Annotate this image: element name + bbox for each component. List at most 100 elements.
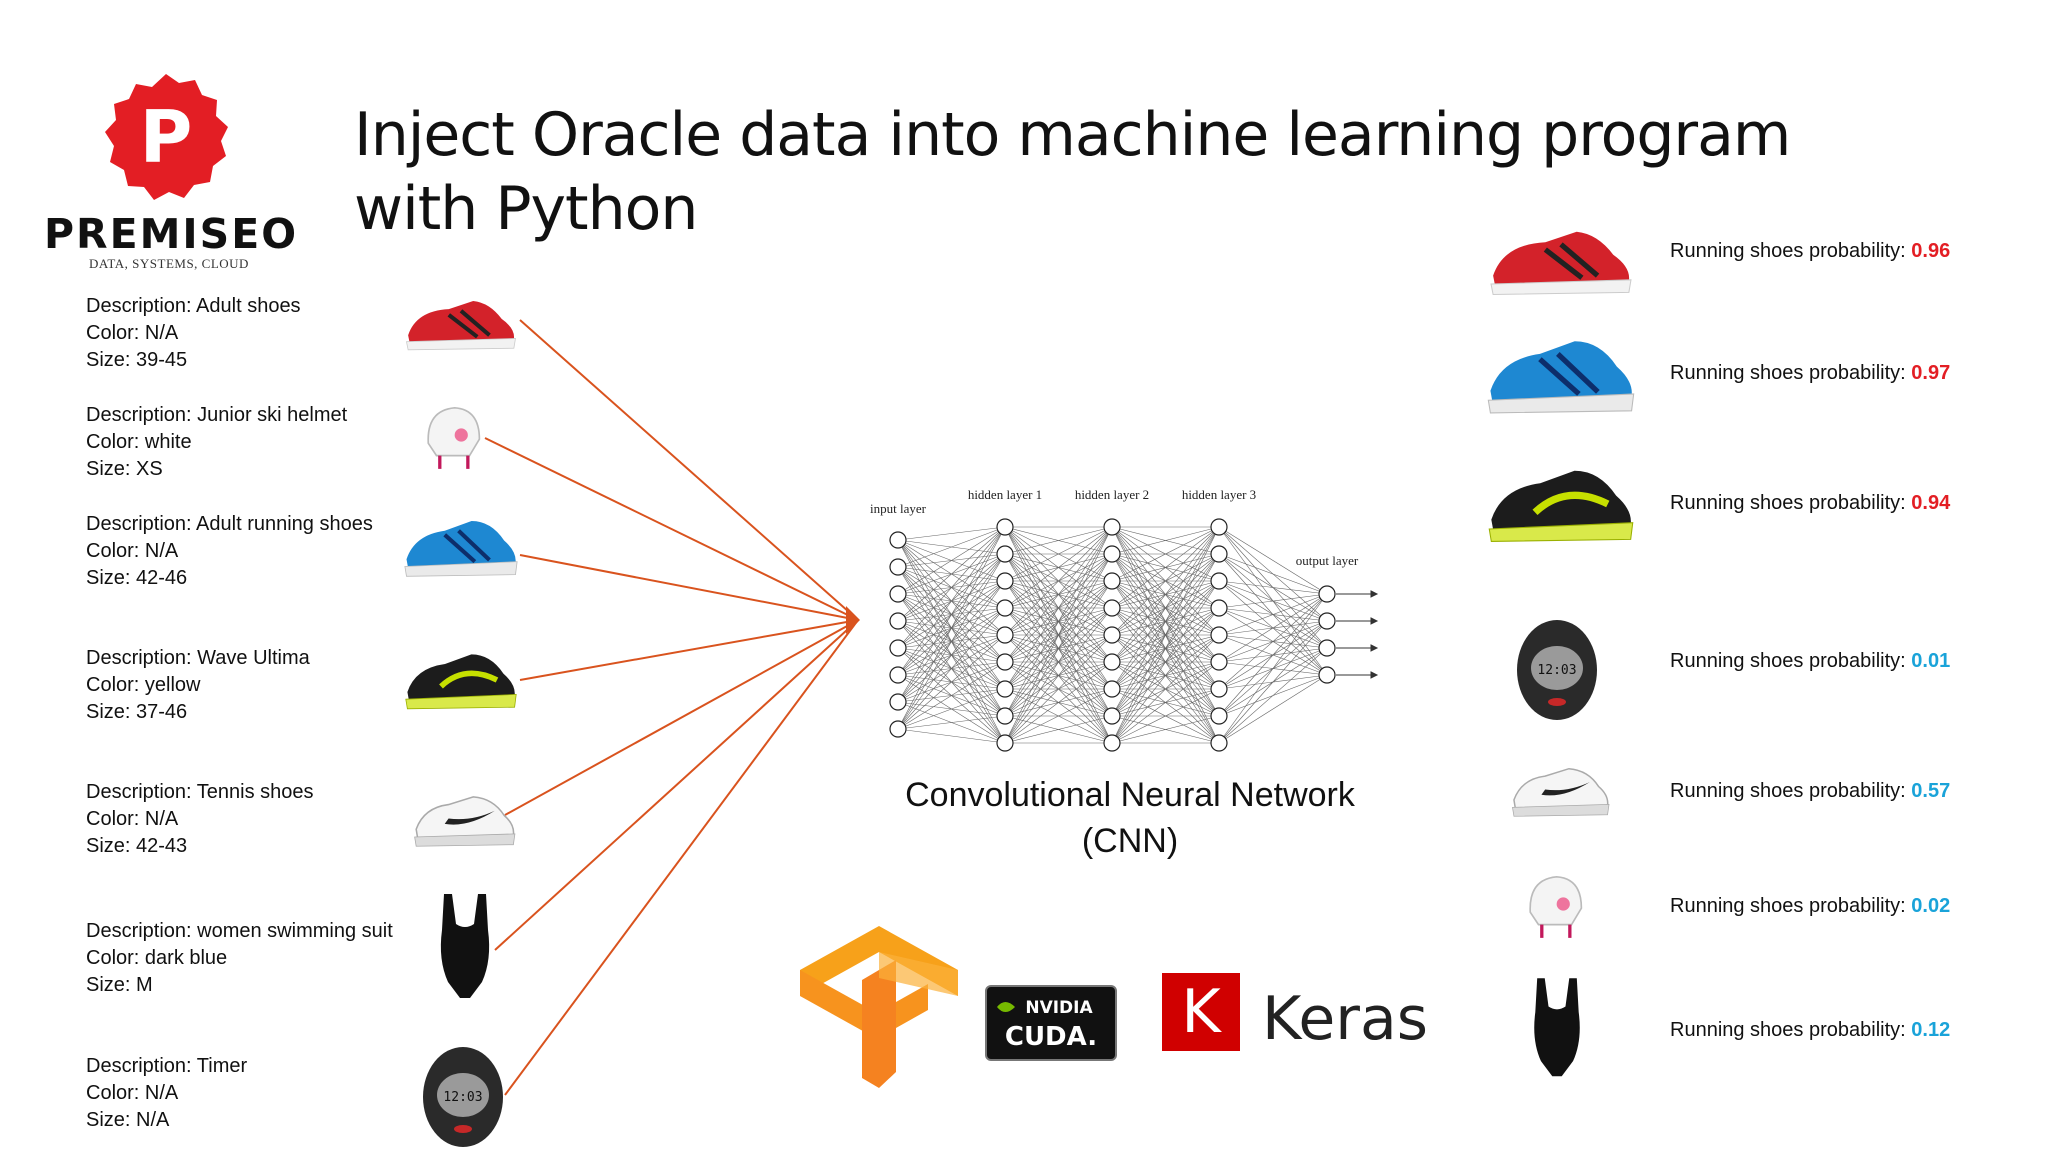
svg-text:12:03: 12:03 xyxy=(443,1090,482,1105)
neural-network-diagram: input layer hidden layer 1 hidden layer … xyxy=(870,487,1379,752)
network-edge xyxy=(1218,647,1328,744)
product-color: Color: N/A xyxy=(86,322,179,344)
network-node xyxy=(996,599,1014,617)
hidden-layer-2-label: hidden layer 2 xyxy=(1075,487,1149,502)
network-edge xyxy=(897,634,1006,730)
result-value: 0.02 xyxy=(1911,895,1951,917)
network-edge xyxy=(1004,715,1113,744)
network-node xyxy=(1318,666,1336,684)
network-node xyxy=(996,734,1014,752)
product-color: Color: white xyxy=(86,431,192,453)
network-edge xyxy=(1218,580,1328,595)
network-edge xyxy=(1111,661,1220,744)
network-edge xyxy=(1111,526,1220,555)
result-label: Running shoes probability: xyxy=(1670,1019,1906,1041)
network-edge xyxy=(1004,607,1113,744)
product-description: Description: Wave Ultima xyxy=(86,647,310,669)
network-edge xyxy=(1111,580,1220,744)
product-entry: Description: Tennis shoes Color: N/A Siz… xyxy=(86,779,314,860)
network-edge xyxy=(1218,674,1328,744)
network-node xyxy=(1103,680,1121,698)
blue-running-shoe-icon xyxy=(1487,341,1635,414)
network-node xyxy=(1210,545,1228,563)
network-edge xyxy=(1111,607,1220,744)
product-color: Color: N/A xyxy=(86,1082,179,1104)
network-edge xyxy=(1111,526,1220,690)
network-node xyxy=(889,612,907,630)
network-edge xyxy=(1004,526,1113,609)
product-size: Size: N/A xyxy=(86,1109,170,1131)
network-node xyxy=(1318,639,1336,657)
network-node xyxy=(996,545,1014,563)
network-edge xyxy=(897,688,1006,730)
network-edge xyxy=(1218,593,1328,690)
product-entry: Description: Timer Color: N/A Size: N/A xyxy=(86,1053,247,1134)
result-row: Running shoes probability: 0.96 xyxy=(1670,240,1950,263)
network-node xyxy=(889,639,907,657)
nvidia-text: NVIDIA xyxy=(1025,998,1093,1018)
arrow-head xyxy=(846,606,860,634)
network-node xyxy=(996,572,1014,590)
tensorflow-logo-icon xyxy=(800,926,958,1088)
network-node xyxy=(1210,626,1228,644)
product-size: Size: XS xyxy=(86,458,163,480)
network-edge xyxy=(897,553,1006,730)
product-color: Color: dark blue xyxy=(86,947,228,969)
timer-icon: 12:03 xyxy=(1517,620,1597,720)
premiseo-logo: P xyxy=(40,70,300,275)
network-node xyxy=(1210,680,1228,698)
network-edge xyxy=(897,526,1006,568)
slide-title: Inject Oracle data into machine learning… xyxy=(354,100,1791,244)
arrow-line xyxy=(504,619,859,816)
network-edge xyxy=(1111,526,1220,609)
network-node xyxy=(1210,599,1228,617)
network-edge xyxy=(1004,526,1113,744)
network-node xyxy=(1210,707,1228,725)
network-edge xyxy=(1111,526,1220,744)
output-arrow-head xyxy=(1370,617,1379,625)
network-node xyxy=(1103,518,1121,536)
product-entry: Description: women swimming suit Color: … xyxy=(86,918,393,999)
white-tennis-shoe-icon xyxy=(414,796,516,847)
network-edge xyxy=(897,607,1006,730)
swimsuit-icon xyxy=(1534,978,1580,1077)
logo-wordmark: PREMISEO xyxy=(44,210,299,258)
result-value: 0.97 xyxy=(1911,362,1951,384)
network-edge xyxy=(897,526,1006,703)
keras-logo-badge: K xyxy=(1162,973,1240,1051)
timer-icon: 12:03 xyxy=(423,1047,503,1147)
network-node xyxy=(1210,572,1228,590)
network-node xyxy=(889,666,907,684)
network-edge xyxy=(897,715,1006,730)
network-node xyxy=(889,585,907,603)
output-arrow-head xyxy=(1370,671,1379,679)
result-label: Running shoes probability: xyxy=(1670,895,1906,917)
network-edge xyxy=(1004,553,1113,744)
network-edge xyxy=(897,728,1006,744)
result-value: 0.57 xyxy=(1911,780,1951,802)
product-description: Description: Timer xyxy=(86,1055,248,1077)
result-label: Running shoes probability: xyxy=(1670,492,1906,514)
product-description: Description: Adult running shoes xyxy=(86,513,373,535)
network-node xyxy=(889,693,907,711)
network-edge xyxy=(1218,593,1328,717)
network-edge xyxy=(897,526,1006,676)
arrow-line xyxy=(504,619,859,1096)
yellow-running-shoe-icon xyxy=(1488,470,1634,542)
ski-helmet-icon xyxy=(1529,875,1583,938)
nvidia-cuda-logo: NVIDIA CUDA. xyxy=(985,985,1117,1061)
network-node xyxy=(996,680,1014,698)
product-color: Color: N/A xyxy=(86,808,179,830)
result-value: 0.94 xyxy=(1911,492,1951,514)
cnn-caption-line2: (CNN) xyxy=(1081,822,1179,860)
result-label: Running shoes probability: xyxy=(1670,362,1906,384)
product-entry: Description: Adult shoes Color: N/A Size… xyxy=(86,293,301,374)
white-tennis-shoe-icon xyxy=(1512,767,1610,817)
network-node xyxy=(1103,653,1121,671)
network-node xyxy=(996,518,1014,536)
network-node xyxy=(1103,545,1121,563)
network-edge xyxy=(1218,593,1328,609)
hidden-layer-3-label: hidden layer 3 xyxy=(1182,487,1256,502)
cuda-text: CUDA. xyxy=(1005,1022,1097,1052)
svg-text:12:03: 12:03 xyxy=(1537,663,1576,678)
